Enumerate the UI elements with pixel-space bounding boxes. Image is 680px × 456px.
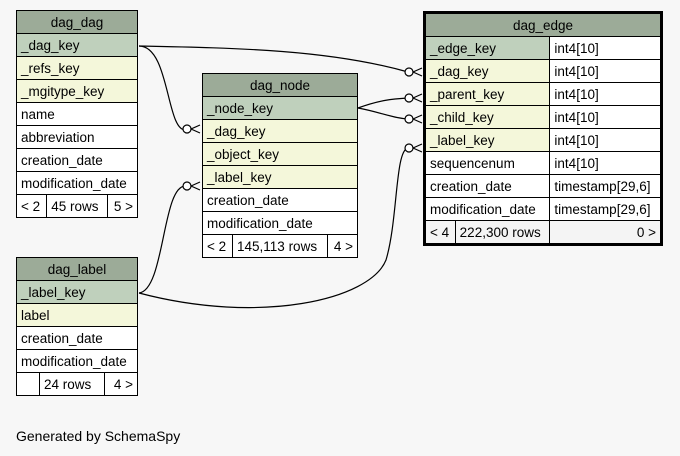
column-dag-key: _dag_key	[423, 59, 551, 83]
column-object-key: _object_key	[202, 142, 358, 166]
link-label-to-node	[138, 185, 187, 294]
children-count[interactable]: 0 >	[549, 220, 662, 245]
link-node-to-edge-parent	[357, 97, 409, 109]
column-modification-date: modification_date	[16, 349, 138, 373]
crowfoot-mark	[412, 114, 423, 124]
table-title[interactable]: dag_node	[202, 73, 358, 97]
table-dag-node[interactable]: dag_node _node_key _dag_key _object_key …	[201, 73, 359, 258]
column-dag-key: _dag_key	[16, 33, 138, 57]
parents-count	[16, 372, 40, 396]
link-end-circle	[182, 124, 192, 134]
column-type: timestamp[29,6]	[549, 174, 662, 198]
column-modification-date: modification_date	[423, 197, 551, 221]
column-modification-date: modification_date	[202, 211, 358, 235]
column-parent-key: _parent_key	[423, 82, 551, 106]
parents-count[interactable]: < 2	[201, 234, 234, 258]
table-title[interactable]: dag_edge	[424, 12, 662, 37]
column-type: int4[10]	[549, 105, 662, 129]
children-count[interactable]: 5 >	[106, 194, 139, 218]
column-modification-date: modification_date	[16, 171, 138, 195]
column-refs-key: _refs_key	[16, 56, 138, 80]
link-end-circle	[404, 67, 414, 77]
link-node-to-edge-child	[357, 107, 409, 120]
column-creation-date: creation_date	[202, 188, 358, 212]
column-creation-date: creation_date	[16, 148, 138, 172]
column-name: name	[16, 102, 138, 126]
column-node-key: _node_key	[202, 96, 358, 120]
column-type: timestamp[29,6]	[549, 197, 662, 221]
column-edge-key: _edge_key	[423, 36, 551, 60]
column-type: int4[10]	[549, 59, 662, 83]
table-title[interactable]: dag_dag	[16, 10, 138, 34]
link-dag-to-edge	[138, 45, 409, 73]
link-end-circle	[404, 143, 414, 153]
crowfoot-mark	[412, 67, 423, 77]
column-mgitype-key: _mgitype_key	[16, 79, 138, 103]
parents-count[interactable]: < 2	[15, 194, 48, 218]
link-end-circle	[182, 181, 192, 191]
column-sequencenum: sequencenum	[423, 151, 551, 175]
column-child-key: _child_key	[423, 105, 551, 129]
column-label: label	[16, 303, 138, 327]
row-count: 24 rows	[38, 372, 106, 396]
row-count: 45 rows	[46, 194, 108, 218]
column-type: int4[10]	[549, 82, 662, 106]
children-count[interactable]: 4 >	[104, 372, 138, 396]
column-type: int4[10]	[549, 151, 662, 175]
column-label-key: _label_key	[16, 280, 138, 304]
table-dag-label[interactable]: dag_label _label_key label creation_date…	[16, 257, 138, 396]
column-dag-key: _dag_key	[202, 119, 358, 143]
row-count: 145,113 rows	[232, 234, 328, 258]
table-dag-dag[interactable]: dag_dag _dag_key _refs_key _mgitype_key …	[15, 10, 139, 218]
column-type: int4[10]	[549, 128, 662, 152]
crowfoot-mark	[190, 181, 201, 191]
column-creation-date: creation_date	[16, 326, 138, 350]
column-label-key: _label_key	[202, 165, 358, 189]
row-count: 222,300 rows	[454, 220, 551, 245]
crowfoot-mark	[190, 124, 201, 134]
link-end-circle	[404, 114, 414, 124]
link-end-circle	[404, 93, 414, 103]
children-count[interactable]: 4 >	[326, 234, 359, 258]
crowfoot-mark	[412, 93, 423, 103]
column-type: int4[10]	[549, 36, 662, 60]
parents-count[interactable]: < 4	[424, 220, 456, 245]
generated-by-note: Generated by SchemaSpy	[16, 428, 181, 444]
link-dag-to-node	[138, 45, 187, 131]
column-creation-date: creation_date	[423, 174, 551, 198]
column-label-key: _label_key	[423, 128, 551, 152]
table-title[interactable]: dag_label	[16, 257, 138, 281]
crowfoot-mark	[412, 143, 423, 153]
column-abbreviation: abbreviation	[16, 125, 138, 149]
